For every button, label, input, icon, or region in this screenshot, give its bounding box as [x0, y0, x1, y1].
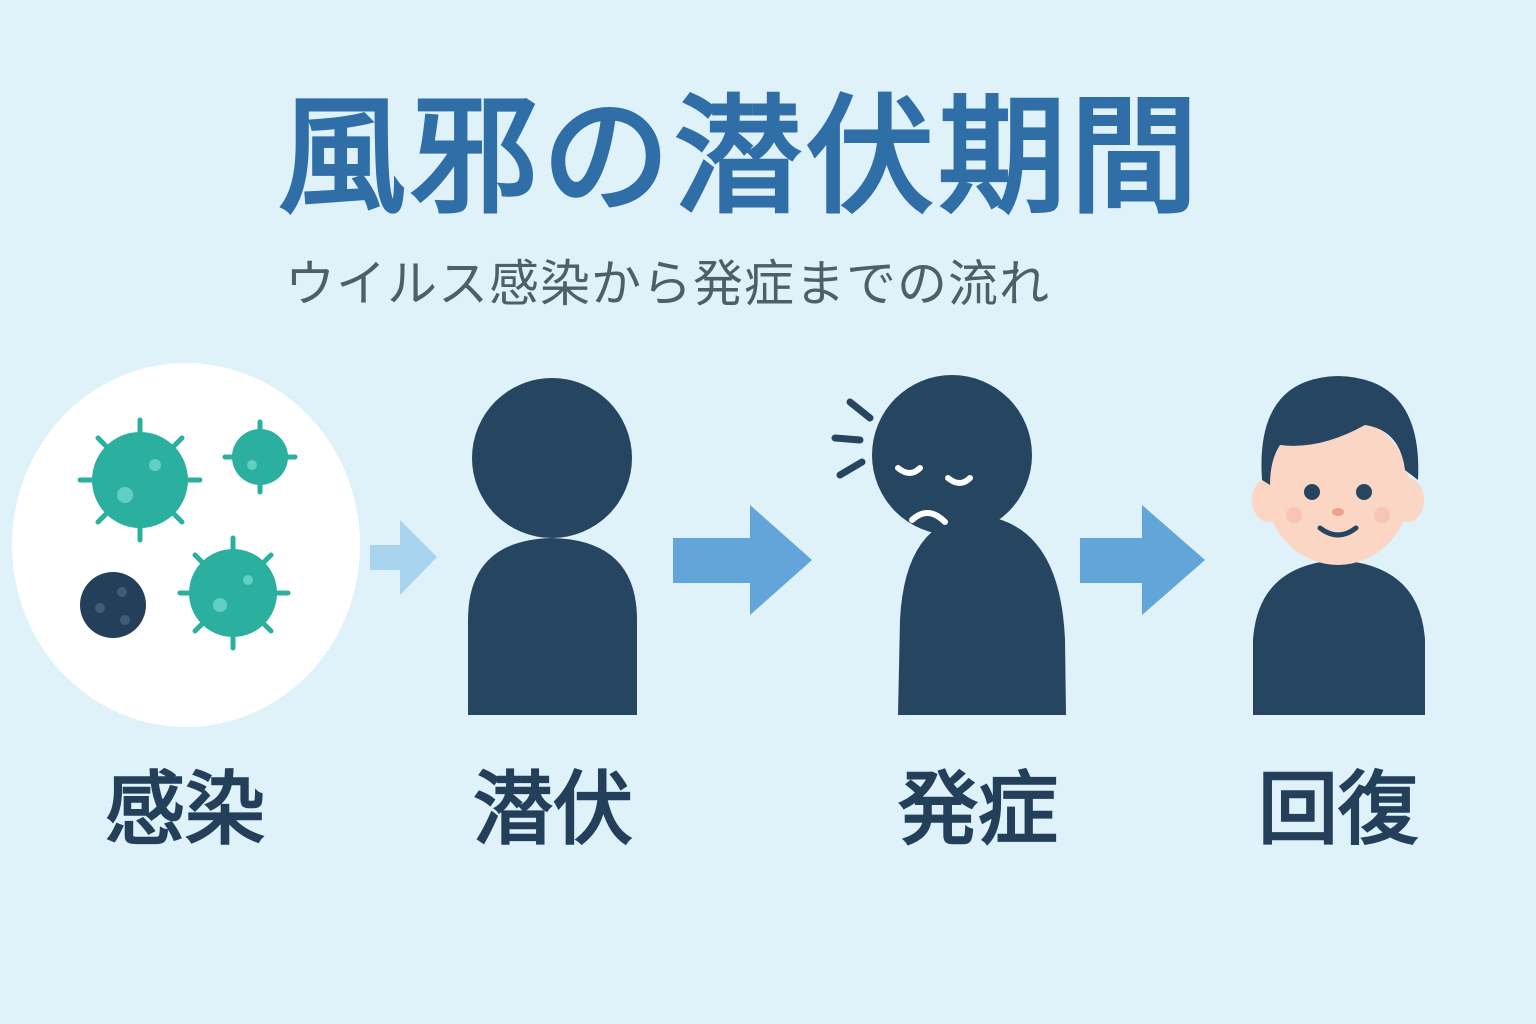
page-title: 風邪の潜伏期間: [277, 83, 1202, 232]
stage-label-infection: 感染: [105, 763, 265, 856]
stage-label-recovery: 回復: [1258, 763, 1418, 856]
recovered-person-icon: [1252, 376, 1425, 715]
arrow-icon: [1080, 505, 1205, 615]
stage-label-latent: 潜伏: [473, 763, 633, 856]
page-subtitle: ウイルス感染から発症までの流れ: [285, 255, 1050, 313]
virus-icon: [12, 363, 360, 727]
arrow-icon: [370, 520, 437, 595]
sick-person-icon: [831, 375, 1066, 715]
stage-label-onset: 発症: [898, 763, 1058, 856]
person-silhouette-icon: [468, 378, 637, 715]
arrow-icon: [673, 505, 812, 615]
